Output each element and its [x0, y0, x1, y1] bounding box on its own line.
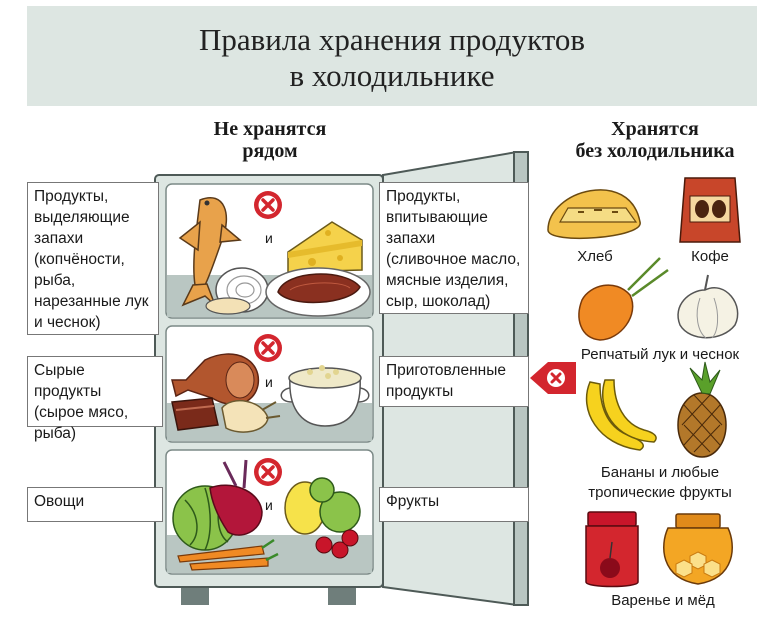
chicken-icon: [221, 400, 281, 433]
page-title: Правила хранения продуктов в холодильник…: [27, 22, 757, 94]
forbid-arrow-icon: [530, 362, 576, 394]
cherry-icon: [315, 529, 359, 559]
no-entry-icon: [252, 456, 284, 488]
fridge-foot-right: [328, 585, 356, 605]
not-together-header-line-2: рядом: [242, 140, 298, 162]
row-1-left-label: Продукты, выделяющие запахи (копчёности,…: [27, 182, 159, 335]
outside-fridge-header-line-2: без холодильника: [575, 140, 735, 162]
coffee-label: Кофе: [691, 248, 729, 265]
fish-icon: [178, 197, 242, 307]
jam-jar-icon: [585, 511, 639, 588]
honey-jar-icon: [663, 513, 733, 585]
no-entry-icon: [252, 332, 284, 364]
title-banner: [27, 6, 757, 106]
beet-icon: [209, 459, 263, 536]
row-2-left-label: Сырые продукты (сырое мясо, рыба): [27, 356, 163, 442]
bananas-label-line-2: тропические фрукты: [588, 484, 732, 501]
garlic-icon: [677, 274, 739, 339]
fridge-foot-left: [181, 585, 209, 605]
pineapple-icon: [677, 361, 727, 458]
no-entry-icon: [252, 189, 284, 221]
and-connector: и: [265, 230, 273, 246]
coffee-icon: [679, 177, 741, 243]
onion-garlic-label: Репчатый лук и чеснок: [580, 346, 740, 363]
jam-honey-label: Варенье и мёд: [611, 592, 715, 609]
title-line-1: Правила хранения продуктов: [198, 22, 586, 57]
outside-fridge-header-line-1: Хранятся: [611, 118, 699, 140]
sausage-icon: [265, 267, 371, 317]
and-connector: и: [265, 374, 273, 390]
bread-icon: [547, 189, 641, 239]
outside-fridge-header: Хранятся без холодильника: [540, 118, 770, 162]
onion-rings-icon: [205, 267, 269, 315]
bread-label: Хлеб: [577, 248, 613, 265]
cheese-icon: [287, 221, 363, 273]
row-3-right-label: Фрукты: [379, 487, 529, 522]
bananas-label-line-1: Бананы и любые: [600, 464, 720, 481]
meat-icon: [171, 397, 219, 431]
not-together-header-line-1: Не хранятся: [213, 118, 327, 140]
pot-icon: [280, 365, 370, 427]
not-together-header: Не хранятся рядом: [160, 118, 380, 162]
row-1-right-label: Продукты, впитывающие запахи (сливочное …: [379, 182, 529, 314]
banana-icon: [585, 379, 657, 451]
row-2-right-label: Приготовленные продукты: [379, 356, 529, 407]
onion-icon: [578, 257, 669, 341]
and-connector: и: [265, 497, 273, 513]
carrot-icon: [177, 538, 279, 571]
row-3-left-label: Овощи: [27, 487, 163, 522]
apple-icon: [309, 477, 361, 533]
title-line-2: в холодильнике: [289, 58, 495, 93]
ham-icon: [171, 353, 260, 406]
